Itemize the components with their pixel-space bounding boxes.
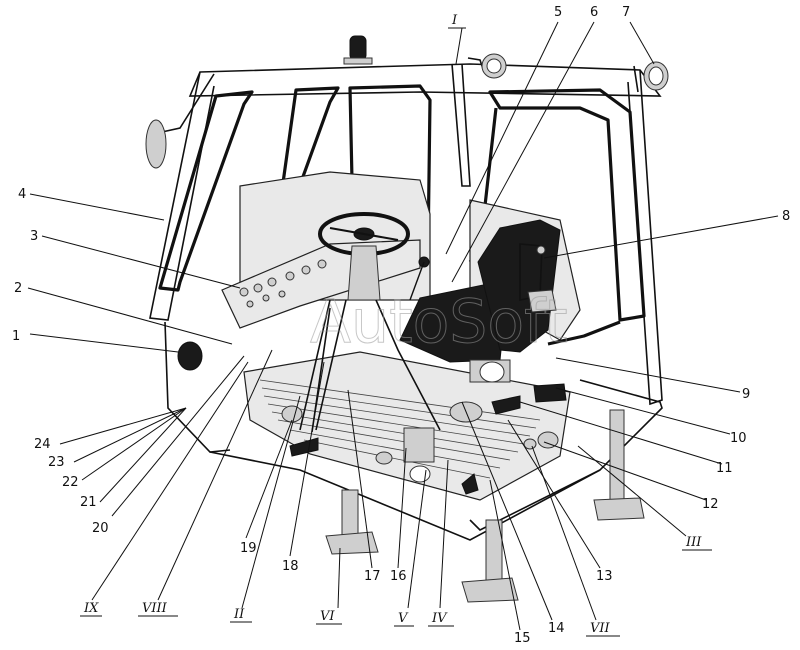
numeric-callouts: 1 2 3 4 5 6 7 8 9 10 11 12 13 14 15 16 1…	[12, 5, 790, 646]
steering-assembly	[299, 212, 410, 431]
watermark: AutoSoft	[310, 287, 568, 357]
callout-14: 14	[548, 621, 565, 636]
callout-roman-II: II	[233, 607, 245, 622]
callout-roman-VIII: VIII	[142, 601, 168, 616]
callout-8: 8	[782, 209, 790, 224]
callout-13: 13	[596, 569, 613, 584]
callout-21: 21	[80, 495, 97, 510]
pedals	[281, 395, 521, 495]
roof-headlights	[467, 53, 669, 93]
callout-4: 4	[18, 187, 26, 202]
callout-9: 9	[742, 387, 750, 402]
cabin-frame	[149, 63, 663, 531]
leader-lines	[27, 21, 779, 631]
callout-20: 20	[92, 521, 109, 536]
speaker-grille	[177, 341, 203, 371]
callout-roman-I: I	[451, 13, 458, 28]
callout-3: 3	[30, 229, 38, 244]
operator-seat	[399, 219, 561, 383]
callout-24: 24	[34, 437, 51, 452]
callout-22: 22	[62, 475, 79, 490]
callout-6: 6	[590, 5, 598, 20]
rear-view-mirror	[145, 73, 215, 169]
dashboard-gauges	[239, 259, 327, 308]
roman-callouts: I II III IV V VI VII VIII IX	[80, 13, 712, 637]
callout-12: 12	[702, 497, 719, 512]
callout-23: 23	[48, 455, 65, 470]
callout-10: 10	[730, 431, 747, 446]
callout-roman-VII: VII	[590, 621, 611, 636]
callout-5: 5	[554, 5, 562, 20]
callout-17: 17	[364, 569, 381, 584]
callout-roman-III: III	[685, 535, 702, 550]
callout-2: 2	[14, 281, 22, 296]
callout-roman-V: V	[398, 611, 409, 626]
callout-roman-VI: VI	[320, 609, 335, 624]
callout-roman-IV: IV	[431, 611, 448, 626]
callout-1: 1	[12, 329, 20, 344]
callout-15: 15	[514, 631, 531, 646]
callout-roman-IX: IX	[83, 601, 99, 616]
callout-19: 19	[240, 541, 257, 556]
roof-beacon	[343, 35, 373, 65]
callout-11: 11	[716, 461, 733, 476]
callout-16: 16	[390, 569, 407, 584]
callout-18: 18	[282, 559, 299, 574]
callout-7: 7	[622, 5, 630, 20]
